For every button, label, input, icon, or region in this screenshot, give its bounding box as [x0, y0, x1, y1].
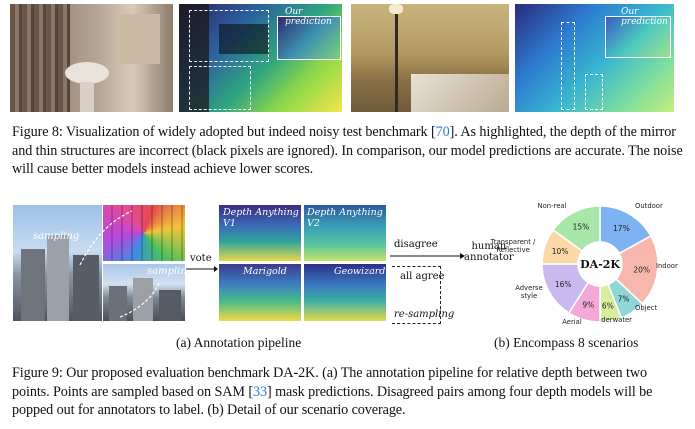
donut-category-label: Indoor	[656, 262, 678, 270]
donut-percent-label: 9%	[582, 300, 594, 309]
citation-link[interactable]: 33	[253, 383, 268, 400]
figure-8-caption: Figure 8: Visualization of widely adopte…	[12, 124, 683, 177]
donut-percent-label: 17%	[613, 224, 630, 233]
donut-category-label: Non-real	[538, 202, 567, 210]
disagree-label: disagree	[394, 239, 438, 250]
donut-center-label: DA-2K	[580, 258, 620, 271]
human-annotator-label: human annotator	[464, 241, 514, 263]
donut-category-label: Outdoor	[635, 202, 663, 210]
donut-percent-label: 7%	[618, 295, 630, 304]
donut-category-label: Reflective	[496, 246, 530, 254]
citation-link[interactable]: 70	[435, 124, 450, 140]
all-agree-label: all agree	[400, 271, 445, 282]
marigold-map: Marigold	[219, 264, 301, 321]
donut-slice-non-real	[552, 205, 601, 253]
city-photo: sampling	[13, 205, 102, 321]
sam-mask	[103, 205, 185, 261]
bedroom-depth-map: Our prediction	[515, 4, 674, 112]
donut-category-label: Adverse	[515, 284, 543, 292]
donut-category-label: Aerial	[562, 318, 582, 326]
donut-svg: 17% Outdoor 20% Indoor 7% Object 6% Underwater 9…	[490, 202, 678, 326]
bathroom-photo	[10, 4, 173, 112]
vote-arrow	[186, 266, 218, 272]
donut-percent-label: 10%	[552, 247, 569, 256]
bathroom-depth-map: Our prediction	[179, 4, 342, 112]
geowizard-map: Geowizard	[304, 264, 386, 321]
donut-percent-label: 6%	[602, 301, 614, 310]
vote-label: vote	[190, 253, 212, 264]
resampling-loop	[392, 266, 441, 324]
annotation-pipeline-subcaption: (a) Annotation pipeline	[176, 335, 302, 350]
donut-category-label: Transparent /	[490, 238, 536, 246]
figure-9-caption: Figure 9: Our proposed evaluation benchm…	[12, 365, 653, 418]
donut-category-label: style	[521, 292, 537, 300]
our-prediction-tag: Our prediction	[621, 7, 668, 27]
donut-percent-label: 16%	[555, 280, 572, 289]
donut-subcaption: (b) Encompass 8 scenarios	[494, 335, 639, 350]
re-sampling-label: re-sampling	[394, 309, 455, 320]
depth-anything-v1-map: Depth Anything V1	[219, 205, 301, 261]
bedroom-photo	[351, 4, 509, 112]
disagree-arrow	[390, 253, 465, 259]
sampling-label: sampling	[147, 266, 185, 277]
donut-percent-label: 20%	[633, 265, 650, 274]
sampling-arrows	[79, 210, 161, 318]
sampling-label: sampling	[33, 231, 80, 242]
our-prediction-tag: Our prediction	[285, 7, 332, 27]
depth-anything-v2-map: Depth Anything V2	[304, 205, 386, 261]
sampled-city-photo: sampling	[103, 264, 185, 321]
donut-percent-label: 15%	[573, 223, 590, 232]
donut-category-label: Object	[635, 304, 657, 312]
donut-category-label: Underwater	[592, 316, 632, 324]
